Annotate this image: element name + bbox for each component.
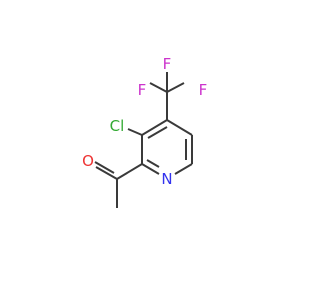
fluorine-right-label: F bbox=[199, 81, 208, 99]
atom-labels: F F F Cl O N bbox=[82, 55, 207, 188]
bond-n1-c2-inner bbox=[146, 159, 160, 168]
bond-c3-c4-inner bbox=[147, 126, 168, 139]
bond-n1-c2 bbox=[141, 163, 160, 175]
bond-cf3-f-left bbox=[149, 82, 168, 93]
nitrogen-label: N bbox=[161, 170, 172, 188]
fluorine-top-label: F bbox=[163, 55, 172, 73]
bond-c6-n1 bbox=[174, 163, 193, 175]
bond-carbonyl-o bbox=[95, 166, 118, 180]
bonds bbox=[94, 72, 193, 208]
oxygen-label: O bbox=[82, 152, 94, 170]
bond-c2-carbonyl bbox=[116, 163, 143, 180]
bond-c3-cl bbox=[127, 128, 143, 136]
bond-c3-c4 bbox=[141, 119, 168, 136]
structure-diagram: F F F Cl O N bbox=[82, 55, 207, 208]
bond-carbonyl-o-inner bbox=[94, 161, 115, 174]
bond-cf3-f-right bbox=[166, 82, 185, 93]
bond-c4-c5 bbox=[166, 119, 193, 136]
fluorine-left-label: F bbox=[138, 81, 147, 99]
chlorine-label: Cl bbox=[110, 117, 125, 135]
